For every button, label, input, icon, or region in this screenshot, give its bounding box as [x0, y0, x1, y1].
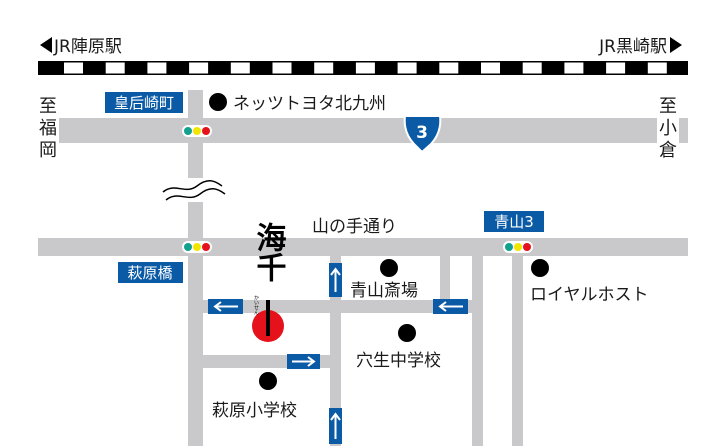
- rail-segment: [272, 62, 292, 74]
- arrow-left-icon: [433, 299, 468, 314]
- rail-segment: [481, 62, 500, 74]
- railway: [38, 61, 688, 75]
- rail-segment: [606, 62, 626, 74]
- landmark-label: 萩原小学校: [212, 401, 297, 421]
- arrow-up-icon: [329, 263, 342, 297]
- rail-segment: [564, 62, 584, 74]
- rail-segment: [64, 62, 83, 74]
- landmark-dot-icon: [531, 259, 549, 277]
- rail-segment: [230, 62, 250, 74]
- direction-right: 至小倉: [659, 96, 677, 161]
- svg-text:青山3: 青山3: [494, 213, 534, 231]
- landmark-dot-icon: [398, 324, 416, 342]
- street-name: 山の手通り: [312, 217, 397, 237]
- rail-segment: [314, 62, 334, 74]
- landmark-label: ネッツトヨタ北九州: [233, 94, 386, 114]
- direction-right-bg: [657, 95, 679, 165]
- station-left: JR陣原駅: [53, 37, 122, 57]
- rail-segment: [189, 62, 209, 74]
- traffic-light-icon: [182, 241, 212, 253]
- svg-text:海千: 海千: [251, 222, 287, 282]
- arrow-left-icon: [40, 37, 52, 53]
- landmark-dot-icon: [209, 93, 227, 111]
- traffic-light-icon: [182, 125, 212, 137]
- intersection-sign: 青山3: [484, 211, 544, 232]
- intersection-sign: 萩原橋: [118, 262, 183, 283]
- rail-segment: [355, 62, 375, 74]
- svg-text:皇后崎町: 皇后崎町: [114, 94, 174, 112]
- rail-segment: [522, 62, 542, 74]
- road-break-icon: [160, 178, 230, 202]
- station-right: JR黒崎駅: [598, 37, 667, 57]
- svg-text:3: 3: [416, 123, 428, 143]
- rail-segment: [397, 62, 417, 74]
- arrow-up-icon: [329, 408, 342, 444]
- direction-left-bg: [37, 95, 59, 165]
- rail-segment: [647, 62, 667, 74]
- arrow-right-icon: [670, 37, 682, 53]
- svg-text:萩原橋: 萩原橋: [127, 264, 172, 282]
- landmark-dot-icon: [380, 259, 398, 277]
- rail-segment: [105, 62, 125, 74]
- landmark-dot-icon: [259, 372, 277, 390]
- rail-segment: [439, 62, 459, 74]
- svg-text:かいせん: かいせん: [253, 295, 259, 315]
- landmark-label: 青山斎場: [350, 281, 418, 301]
- landmark-label: 穴生中学校: [356, 351, 441, 371]
- direction-left: 至福岡: [39, 96, 57, 161]
- landmark-label: ロイヤルホスト: [530, 285, 649, 305]
- intersection-sign: 皇后崎町: [105, 92, 183, 113]
- traffic-light-icon: [503, 241, 533, 253]
- arrow-right-icon: [287, 354, 320, 369]
- rail-segment: [147, 62, 167, 74]
- shop-logo: 海千 かいせん: [251, 222, 287, 342]
- route-shield: 3: [403, 115, 442, 154]
- arrow-left-icon: [208, 299, 243, 314]
